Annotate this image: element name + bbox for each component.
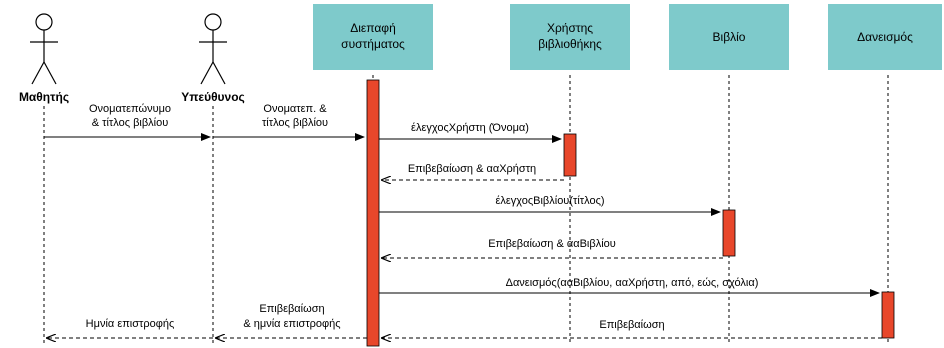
object-library-user-label-line2: βιβλιοθήκης — [538, 37, 602, 51]
message-1-label-line2: & τίτλος βιβλίου — [92, 117, 169, 129]
actor-student-icon — [30, 13, 58, 85]
object-loan: Δανεισμός — [828, 4, 942, 70]
actor-supervisor-label: Υπεύθυνος — [181, 90, 245, 104]
message-8-label: Επιβεβαίωση — [599, 319, 664, 331]
object-system-interface: Διεπαφή συστήματος — [313, 4, 433, 70]
activation-loan — [881, 291, 895, 339]
activation-book — [722, 209, 736, 257]
message-2-label-line2: τίτλος βιβλίου — [262, 117, 328, 129]
object-system-interface-label-line1: Διεπαφή — [350, 21, 396, 35]
message-6-label: Επιβεβαίωση & ααΒιβλίου — [488, 238, 616, 250]
object-library-user-label-line1: Χρήστης — [547, 21, 593, 35]
message-4-label: Επιβεβαίωση & ααΧρήστη — [408, 163, 536, 175]
message-7-label: Δανεισμός(ααΒιβλίου, ααΧρήστη, από, εώς,… — [506, 277, 759, 289]
message-9-label-line1: Επιβεβαίωση — [259, 303, 324, 315]
object-system-interface-label-line2: συστήματος — [341, 37, 405, 51]
message-2-label-line1: Ονοματεπ. & — [263, 103, 327, 115]
actor-supervisor-icon — [199, 13, 227, 85]
message-3-label: έλεγχοςΧρήστη (Όνομα) — [411, 122, 529, 134]
object-library-user: Χρήστης βιβλιοθήκης — [510, 4, 630, 70]
message-5-label: έλεγχοςΒιβλίου(τίτλος) — [495, 195, 604, 207]
message-1-label-line1: Ονοματεπώνυμο — [89, 103, 171, 115]
actor-student-label: Μαθητής — [19, 90, 69, 104]
activation-system-interface — [366, 79, 380, 347]
activation-library-user — [563, 133, 577, 177]
message-9-label-line2: & ημνία επιστροφής — [243, 318, 340, 330]
object-book: Βιβλίο — [669, 4, 789, 70]
message-10-label: Ημνία επιστροφής — [86, 318, 175, 330]
object-loan-label: Δανεισμός — [857, 30, 913, 44]
object-book-label: Βιβλίο — [713, 30, 746, 44]
